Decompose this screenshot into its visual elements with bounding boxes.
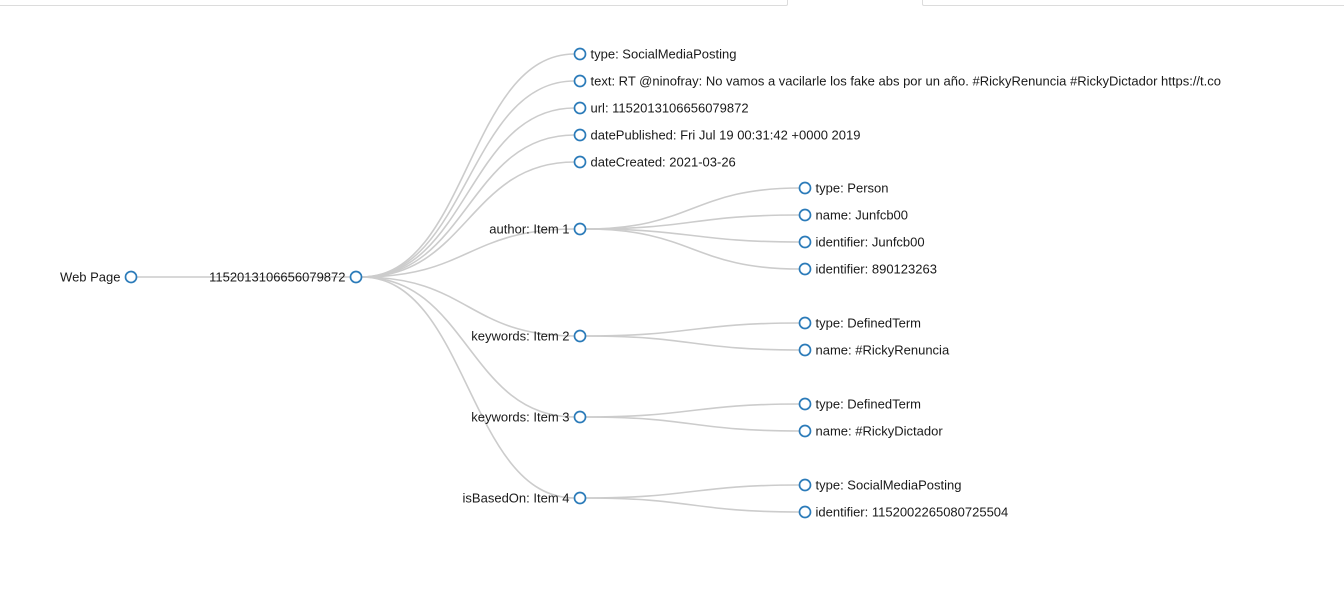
tree-node[interactable]: url: 1152013106656079872 [573, 101, 749, 116]
tree-node[interactable]: 1152013106656079872 [209, 270, 363, 285]
node-circle-icon[interactable] [798, 478, 812, 492]
clipped-panel-left [0, 0, 788, 6]
tree-link [361, 276, 575, 337]
node-circle-icon[interactable] [798, 235, 812, 249]
tree-link [361, 107, 575, 278]
node-circle-icon[interactable] [573, 491, 587, 505]
tree-node[interactable]: name: Junfcb00 [798, 208, 909, 223]
tree-node[interactable]: identifier: 890123263 [798, 262, 937, 277]
node-circle-icon[interactable] [349, 270, 363, 284]
tree-link [585, 214, 800, 230]
tree-node[interactable]: type: DefinedTerm [798, 316, 922, 331]
node-label: type: SocialMediaPosting [591, 47, 737, 62]
tree-link [361, 134, 575, 278]
tree-node[interactable]: identifier: 1152002265080725504 [798, 505, 1009, 520]
tree-link [585, 228, 800, 243]
node-label: type: DefinedTerm [816, 316, 922, 331]
node-label: text: RT @ninofray: No vamos a vacilarle… [591, 74, 1222, 89]
node-label: identifier: Junfcb00 [816, 235, 925, 250]
tree-link [585, 403, 800, 418]
node-label: name: #RickyRenuncia [816, 343, 950, 358]
tree-node[interactable]: type: SocialMediaPosting [798, 478, 962, 493]
node-label: type: SocialMediaPosting [816, 478, 962, 493]
node-circle-icon[interactable] [124, 270, 138, 284]
nodes-layer: Web Page 1152013106656079872 type: SocialM… [60, 47, 1221, 520]
tree-node[interactable]: Web Page [60, 270, 138, 285]
tree-link [585, 497, 800, 513]
tree-link [361, 53, 575, 278]
node-label: dateCreated: 2021-03-26 [591, 155, 736, 170]
node-label: identifier: 890123263 [816, 262, 937, 277]
node-label: author: Item 1 [489, 222, 569, 237]
node-circle-icon[interactable] [573, 74, 587, 88]
node-circle-icon[interactable] [798, 262, 812, 276]
tree-link [585, 187, 800, 230]
node-label: identifier: 1152002265080725504 [816, 505, 1009, 520]
node-circle-icon[interactable] [798, 343, 812, 357]
links-layer [136, 53, 800, 513]
node-label: type: DefinedTerm [816, 397, 922, 412]
node-circle-icon[interactable] [798, 397, 812, 411]
tree-link [585, 228, 800, 270]
node-label: name: Junfcb00 [816, 208, 909, 223]
tree-node[interactable]: type: Person [798, 181, 889, 196]
node-circle-icon[interactable] [798, 208, 812, 222]
tree-node[interactable]: author: Item 1 [489, 222, 587, 237]
tree-link [585, 335, 800, 351]
node-circle-icon[interactable] [573, 410, 587, 424]
tree-node[interactable]: datePublished: Fri Jul 19 00:31:42 +0000… [573, 128, 861, 143]
node-circle-icon[interactable] [798, 316, 812, 330]
tree-link [361, 80, 575, 278]
tree-node[interactable]: name: #RickyRenuncia [798, 343, 950, 358]
node-circle-icon[interactable] [798, 424, 812, 438]
node-circle-icon[interactable] [573, 222, 587, 236]
node-label: url: 1152013106656079872 [591, 101, 749, 116]
tree-link [361, 276, 575, 418]
node-label: datePublished: Fri Jul 19 00:31:42 +0000… [591, 128, 861, 143]
node-label: Web Page [60, 270, 120, 285]
node-label: isBasedOn: Item 4 [463, 491, 570, 506]
clipped-panel-right [922, 0, 1344, 6]
node-label: name: #RickyDictador [816, 424, 944, 439]
tree-link [361, 276, 575, 499]
tree-node[interactable]: type: SocialMediaPosting [573, 47, 737, 62]
node-circle-icon[interactable] [573, 47, 587, 61]
tree-link [585, 322, 800, 337]
tree-node[interactable]: type: DefinedTerm [798, 397, 922, 412]
node-circle-icon[interactable] [573, 128, 587, 142]
tree-link [361, 228, 575, 278]
node-label: keywords: Item 2 [471, 329, 569, 344]
tree-link [585, 416, 800, 432]
node-circle-icon[interactable] [573, 155, 587, 169]
tree-node[interactable]: keywords: Item 3 [471, 410, 587, 425]
tree-node[interactable]: name: #RickyDictador [798, 424, 944, 439]
tree-node[interactable]: keywords: Item 2 [471, 329, 587, 344]
node-circle-icon[interactable] [573, 101, 587, 115]
node-circle-icon[interactable] [798, 181, 812, 195]
tree-node[interactable]: dateCreated: 2021-03-26 [573, 155, 736, 170]
node-circle-icon[interactable] [573, 329, 587, 343]
tree-node[interactable]: isBasedOn: Item 4 [463, 491, 587, 506]
node-label: type: Person [816, 181, 889, 196]
node-circle-icon[interactable] [798, 505, 812, 519]
tree-node[interactable]: text: RT @ninofray: No vamos a vacilarle… [573, 74, 1222, 89]
tree-link [361, 161, 575, 278]
tree-node[interactable]: identifier: Junfcb00 [798, 235, 925, 250]
node-label: 1152013106656079872 [209, 270, 345, 285]
tree-link [585, 484, 800, 499]
node-label: keywords: Item 3 [471, 410, 569, 425]
